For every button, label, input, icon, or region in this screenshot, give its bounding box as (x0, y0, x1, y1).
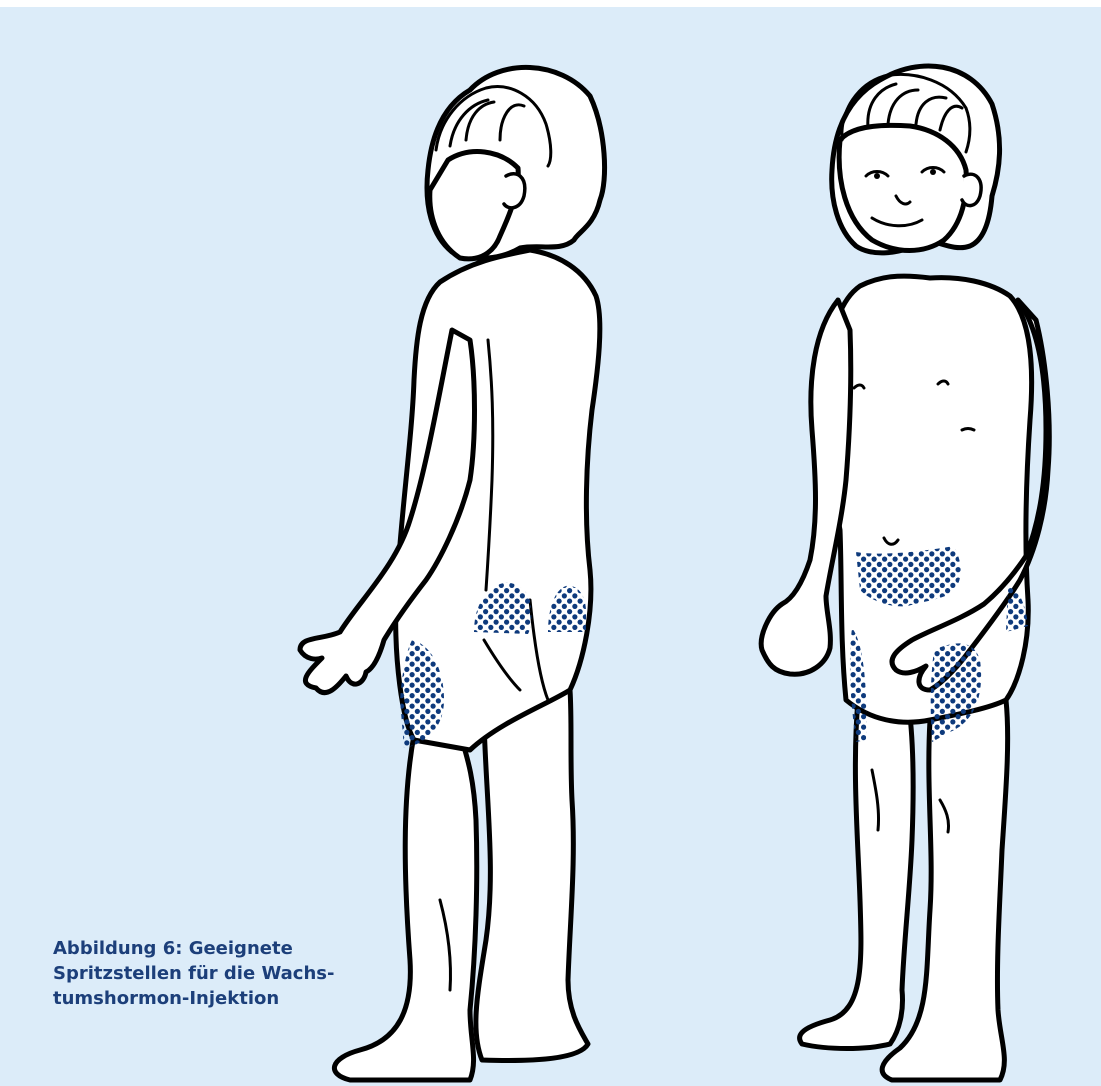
caption-line-2: Spritzstellen für die Wachs- (53, 961, 353, 986)
back-left-leg (334, 735, 476, 1080)
figure-caption: Abbildung 6: Geeignete Spritzstellen für… (53, 936, 353, 1011)
back-right-leg (476, 690, 588, 1060)
child-back-view (300, 67, 605, 1080)
front-left-leg (800, 700, 914, 1049)
back-ear (504, 174, 525, 208)
caption-line-1: Abbildung 6: Geeignete (53, 936, 353, 961)
front-ear (962, 174, 981, 205)
front-left-arm (761, 300, 851, 674)
caption-line-3: tumshormon-Injektion (53, 986, 353, 1011)
